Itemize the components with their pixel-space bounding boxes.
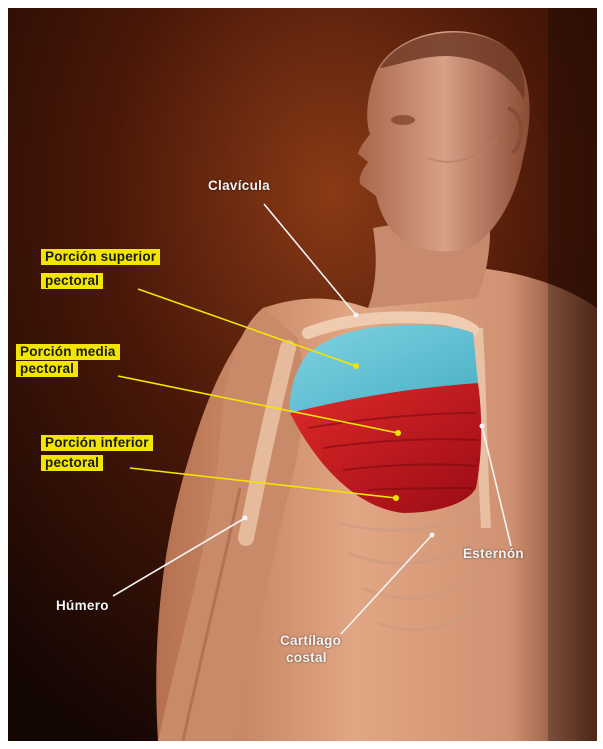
label-humero: Húmero [56, 598, 109, 614]
label-esternon: Esternón [463, 546, 524, 562]
label-superior-line2: pectoral [41, 273, 103, 289]
label-inferior-line1: Porción inferior [41, 435, 153, 451]
label-media-line1: Porción media [16, 344, 120, 360]
label-cartilago-line2: costal [286, 650, 327, 666]
anatomy-figure: Clavícula Esternón Húmero Cartílago cost… [8, 8, 597, 741]
label-superior-line1: Porción superior [41, 249, 160, 265]
label-inferior-line2: pectoral [41, 455, 103, 471]
label-cartilago-line1: Cartílago [280, 633, 341, 649]
chest-anatomy-illustration [8, 8, 597, 741]
label-clavicula: Clavícula [208, 178, 270, 194]
label-media-line2: pectoral [16, 361, 78, 377]
